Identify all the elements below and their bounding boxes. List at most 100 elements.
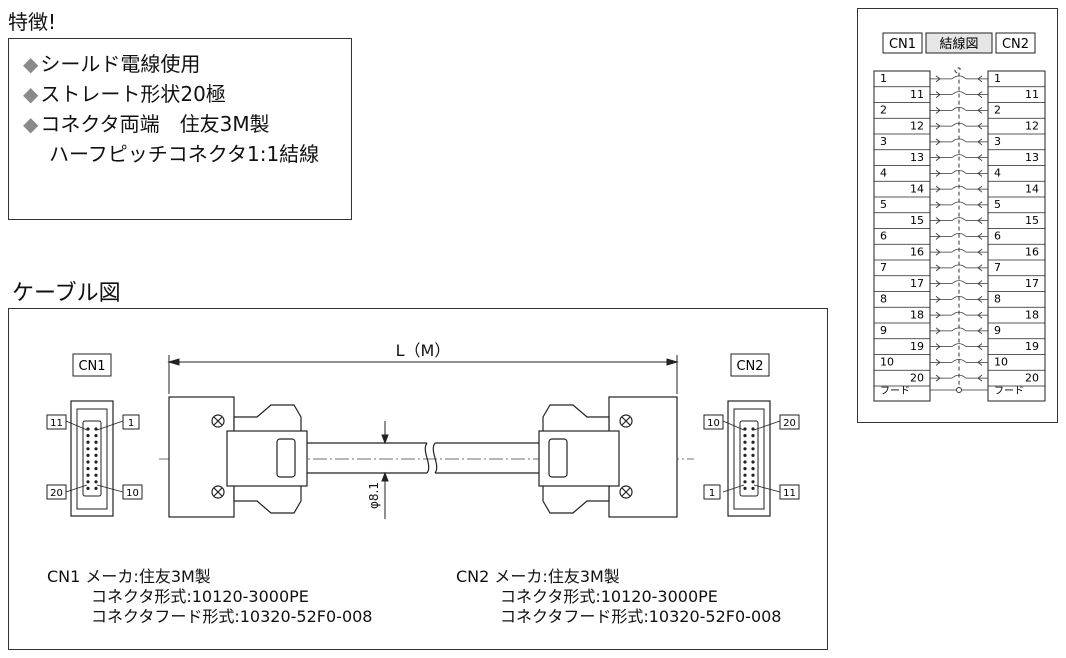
connector-pin-dot [743,440,747,444]
cn2-pin-number: 5 [994,198,1001,211]
connector-pin-dot [94,434,98,438]
cn1-pin-number: 11 [910,88,924,101]
cn2-spec-hood: コネクタフード形式:10320-52F0-008 [500,607,782,626]
cn2-hood-label: フード [994,386,1024,397]
wire-arrow-icon [935,170,941,177]
cn2-pin-number: 17 [1025,277,1039,290]
diameter-dimension [381,421,389,519]
cn1-pin-number: 12 [910,119,924,132]
cn1-pin-number: 4 [880,167,887,180]
wire-crossover [951,201,967,206]
cn2-pin-number: 13 [1025,151,1039,164]
connector-pin-dot [743,486,747,490]
cn2-pin-number: 3 [994,135,1001,148]
wire-arrow-icon [935,201,941,209]
connector-pin-dot [86,447,90,451]
length-label: L（M） [396,341,451,360]
cn2-hood [538,396,678,518]
wire-crossover [951,185,967,190]
wiring-title: 結線図 [939,36,978,52]
hood-ground-icon [956,387,962,393]
wire-crossover [951,327,967,332]
connector-pin-dot [743,460,747,464]
wire-arrow-icon [977,201,983,209]
cn2-pin-number: 8 [994,293,1001,306]
length-dimension [167,355,679,394]
cn1-pin-number: 6 [880,230,887,243]
wire-crossover [951,122,967,127]
cn1-pin-number: 14 [910,182,924,195]
connector-pin-dot [94,480,98,484]
wire-arrow-icon [977,374,983,382]
cn2-spec-connector: コネクタ形式:10120-3000PE [500,587,718,606]
wire-crossover [951,374,967,379]
cn2-pin-label: 1 [709,488,715,499]
cable-diagram-box: L（M） [8,308,828,650]
wire-crossover [951,138,967,143]
connector-pin-dot [94,427,98,431]
cn1-spec-hood: コネクタフード形式:10320-52F0-008 [91,607,373,626]
connector-pin-dot [94,453,98,457]
wiring-cn1-label: CN1 [889,37,916,52]
cable-diagram-heading: ケーブル図 [12,281,121,306]
cn2-pin-number: 10 [994,356,1008,369]
feature-item: ◆ストレート形状20極 [23,79,351,109]
wire-arrow-icon [977,75,983,83]
diamond-bullet-icon: ◆ [23,82,39,106]
cn1-pin-label: 11 [50,418,63,429]
wire-arrow-icon [935,217,941,224]
connector-pin-dot [743,434,747,438]
cn2-pin-number: 7 [994,261,1001,274]
cn2-spec-label: CN2 [456,567,490,586]
cn2-pin-number: 14 [1025,182,1039,195]
wire-arrow-icon [935,311,941,319]
cn1-pin-label: 20 [50,488,63,499]
cn1-spec: CN1 メーカ:住友3M製 コネクタ形式:10120-3000PE コネクタフー… [47,567,372,627]
wire-arrow-icon [977,343,983,350]
connector-pin-dot [94,473,98,477]
connector-pin-dot [743,467,747,471]
wiring-cn2-label: CN2 [1002,37,1029,52]
connector-pin-dot [743,427,747,431]
feature-text: ストレート形状20極 [40,82,226,106]
wire-arrow-icon [935,359,941,366]
diameter-label: φ8.1 [367,482,381,509]
wire-crossover [951,91,967,95]
wire-arrow-icon [977,122,983,130]
wire-arrow-icon [977,327,983,335]
cn1-pin-number: 10 [880,356,894,369]
connector-pin-dot [751,467,755,471]
wire-crossover [951,311,967,316]
diamond-bullet-icon: ◆ [23,52,39,76]
wire-arrow-icon [977,185,983,193]
wire-arrow-icon [977,233,983,240]
cn2-pin-number: 15 [1025,214,1039,227]
cn1-hood [168,396,308,518]
cn2-pin-label: 10 [707,418,720,429]
wire-arrow-icon [977,170,983,177]
cn1-pin-number: 13 [910,151,924,164]
wire-crossover [951,295,967,300]
wire-arrow-icon [935,138,941,146]
connector-pin-dot [86,480,90,484]
cn1-pin-number: 20 [910,371,924,384]
wire-crossover [951,280,967,284]
wire-crossover [951,343,967,347]
cn2-pin-number: 16 [1025,245,1039,258]
wire-arrow-icon [977,296,983,303]
cn2-spec-maker: メーカ:住友3M製 [494,567,620,586]
features-box: ◆シールド電線使用 ◆ストレート形状20極 ◆コネクタ両端 住友3M製 ハーフピ… [8,38,352,220]
feature-item: ◆シールド電線使用 [23,49,351,79]
cn1-pin-number: 9 [880,324,887,337]
wire-arrow-icon [935,233,941,240]
cn2-pin-number: 6 [994,230,1001,243]
cn2-face: CN2 10 20 1 11 [703,353,800,517]
cn1-spec-label: CN1 [47,567,81,586]
wire-crossover [951,169,967,174]
connector-pin-dot [751,480,755,484]
connector-pin-dot [86,467,90,471]
connector-pin-dot [86,453,90,457]
cn1-pin-label: 1 [128,418,134,429]
wire-arrow-icon [977,311,983,319]
